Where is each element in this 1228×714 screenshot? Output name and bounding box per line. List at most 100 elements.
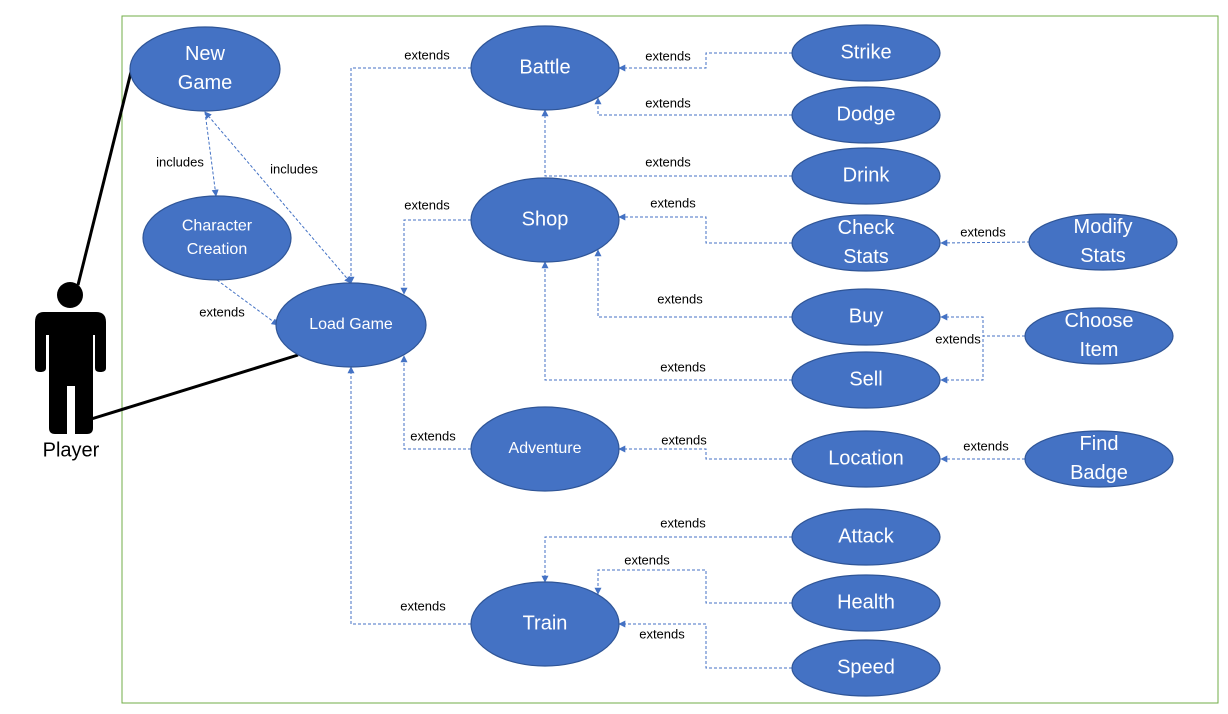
use-case-ellipse [791,147,941,205]
use-case-ellipse [129,26,281,112]
use-case-label: Attack [838,525,895,547]
use-case-label: Location [828,447,904,469]
use-case-ellipse [791,86,941,144]
rel-findbadge-location-label: extends [963,438,1009,453]
rel-train-loadgame-line [347,366,471,625]
use-case-ellipse [1024,430,1174,488]
use-case-ellipse [791,508,941,566]
rel-health-train-line [594,569,792,604]
use-case-attack[interactable]: Attack [791,508,941,566]
use-case-label: Find [1080,433,1119,455]
use-case-label: Check [838,217,896,239]
rel-train-loadgame-label: extends [400,598,446,613]
rel-strike-battle-label: extends [645,48,691,63]
rel-newgame-charcreation-line [204,111,219,197]
rel-charcreation-loadgame-line [216,279,279,326]
use-case-label: Badge [1070,462,1128,484]
use-case-ellipse [275,282,427,368]
rel-attack-train-line [541,536,792,583]
use-case-label: Health [837,591,895,613]
use-case-shop[interactable]: Shop [470,177,620,263]
use-case-location[interactable]: Location [791,430,941,488]
use-case-label: Dodge [837,103,896,125]
rel-adventure-loadgame-label: extends [410,428,456,443]
use-case-label: Modify [1074,216,1133,238]
rel-shop-loadgame-label: extends [404,197,450,212]
use-case-adventure[interactable]: Adventure [470,406,620,492]
rel-buy-shop-line [594,249,792,318]
use-case-battle[interactable]: Battle [470,25,620,111]
rel-speed-train-label: extends [639,626,685,641]
use-case-label: Drink [843,164,891,186]
use-case-label: Creation [187,241,247,258]
use-case-label: Battle [519,56,570,78]
use-case-ellipse [791,574,941,632]
use-case-drink[interactable]: Drink [791,147,941,205]
use-case-ellipse [791,288,941,346]
use-case-ellipse [791,639,941,697]
relationship-lines [204,52,1031,669]
association-line-new-game [76,63,135,286]
use-case-label: Strike [840,41,891,63]
rel-checkstats-shop-line [618,213,792,244]
rel-newgame-loadgame-line [204,111,352,284]
use-case-ellipse [791,214,941,272]
use-case-ellipse [470,25,620,111]
rel-drink-battle-label: extends [645,154,691,169]
use-case-label: Sell [849,368,882,390]
use-case-label: Item [1080,339,1119,361]
use-case-ellipse [791,351,941,409]
rel-sell-shop-line [541,261,792,381]
rel-battle-loadgame-label: extends [404,47,450,62]
actor-player[interactable]: Player [35,282,106,461]
rel-modifystats-checkstats-line [940,239,1031,247]
use-case-label: Load Game [309,316,393,333]
use-case-load-game[interactable]: Load Game [275,282,427,368]
rel-modifystats-checkstats-label: extends [960,224,1006,239]
system-boundary [121,15,1219,704]
rel-chooseitem-sell-line [940,335,1025,384]
use-case-ellipse [791,24,941,82]
use-case-ellipse [470,581,620,667]
use-case-strike[interactable]: Strike [791,24,941,82]
rel-strike-battle-line [618,52,792,72]
use-case-speed[interactable]: Speed [791,639,941,697]
rel-checkstats-shop-label: extends [650,195,696,210]
use-case-ellipse [470,177,620,263]
person-icon [35,282,106,434]
rel-location-adventure-line [618,445,792,460]
use-case-label: New [185,43,226,65]
rel-sell-shop-label: extends [660,359,706,374]
use-case-label: Character [182,218,253,235]
rel-chooseitem-buysell-label: extends [935,331,981,346]
association-lines [76,63,299,422]
use-case-train[interactable]: Train [470,581,620,667]
use-case-label: Speed [837,656,895,678]
actor-label: Player [43,439,100,461]
use-case-label: Stats [843,246,889,268]
use-case-health[interactable]: Health [791,574,941,632]
use-case-buy[interactable]: Buy [791,288,941,346]
use-case-ellipse [142,195,292,281]
use-case-sell[interactable]: Sell [791,351,941,409]
use-case-label: Shop [522,208,569,230]
use-case-dodge[interactable]: Dodge [791,86,941,144]
use-case-label: Stats [1080,245,1126,267]
rel-buy-shop-label: extends [657,291,703,306]
rel-speed-train-line [618,620,792,669]
use-case-label: Buy [849,305,883,327]
use-case-label: Choose [1065,310,1134,332]
rel-dodge-battle-line [594,97,792,116]
use-case-ellipse [1028,213,1178,271]
use-case-label: Train [523,612,568,634]
rel-battle-loadgame-line [347,67,471,284]
